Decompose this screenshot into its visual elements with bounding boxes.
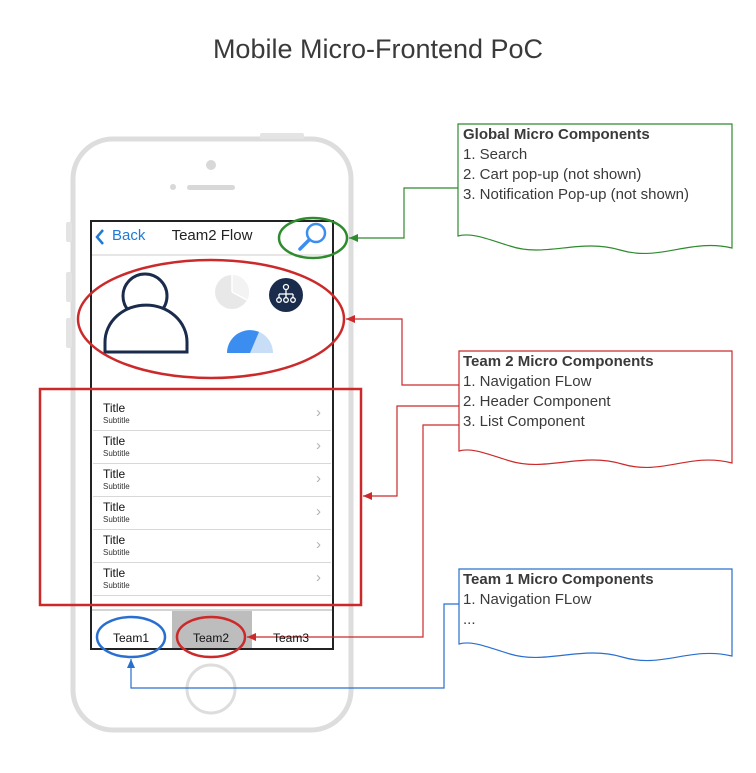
list-item[interactable]: Title Subtitle › <box>93 496 331 530</box>
search-icon[interactable] <box>298 222 327 251</box>
team2-note-shape <box>458 350 733 468</box>
chevron-right-icon: › <box>316 503 321 520</box>
team1-nav-connector <box>127 603 459 689</box>
note-heading: Global Micro Components <box>463 126 650 143</box>
note-item: 1. Search <box>463 146 528 163</box>
note-item: 1. Navigation FLow <box>463 591 592 608</box>
list-item-title: Title <box>103 401 126 415</box>
speaker-icon <box>187 185 235 190</box>
note-item: 2. Cart pop-up (not shown) <box>463 166 642 183</box>
list-component-highlight <box>38 387 363 607</box>
list-item-subtitle: Subtitle <box>103 515 130 524</box>
list-connector <box>363 405 459 500</box>
note-item: 2. Header Component <box>463 393 611 410</box>
tab-team3[interactable]: Team3 <box>272 631 310 645</box>
list-item-title: Title <box>103 500 126 514</box>
back-chevron-icon <box>95 229 104 245</box>
chevron-right-icon: › <box>316 569 321 586</box>
team1-note-shape <box>458 568 733 662</box>
list-item-title: Title <box>103 566 126 580</box>
global-components-note: Global Micro Components 1. Search 2. Car… <box>463 125 689 205</box>
list-item-subtitle: Subtitle <box>103 581 130 590</box>
team2-components-note: Team 2 Micro Components 1. Navigation FL… <box>463 352 654 432</box>
note-item: 3. Notification Pop-up (not shown) <box>463 186 689 203</box>
global-note-shape <box>457 123 733 254</box>
team2-nav-connector <box>247 424 459 641</box>
list-item-subtitle: Subtitle <box>103 449 130 458</box>
diagram-title: Mobile Micro-Frontend PoC <box>212 34 544 64</box>
global-search-highlight <box>277 216 349 260</box>
list-item[interactable]: Title Subtitle › <box>93 529 331 563</box>
chevron-right-icon: › <box>316 536 321 553</box>
list-item-subtitle: Subtitle <box>103 548 130 557</box>
header-component-highlight <box>76 258 346 380</box>
back-button[interactable]: Back <box>94 227 145 244</box>
back-button-label: Back <box>112 227 146 244</box>
global-search-connector <box>349 187 458 242</box>
chevron-right-icon: › <box>316 470 321 487</box>
chevron-right-icon: › <box>316 437 321 454</box>
list-item[interactable]: Title Subtitle › <box>93 562 331 596</box>
camera-icon <box>206 160 216 170</box>
chevron-right-icon: › <box>316 404 321 421</box>
list-item-subtitle: Subtitle <box>103 416 130 425</box>
team1-tab-highlight <box>95 615 167 659</box>
team2-tab-highlight <box>175 615 247 659</box>
tab-team2[interactable]: Team2 <box>192 631 230 645</box>
header-connector <box>346 315 459 386</box>
list-item-title: Title <box>103 533 126 547</box>
tab-team1[interactable]: Team1 <box>112 631 150 645</box>
org-chart-icon <box>269 278 303 312</box>
list-item[interactable]: Title Subtitle › <box>93 397 331 431</box>
note-heading: Team 1 Micro Components <box>463 571 654 588</box>
list-item-subtitle: Subtitle <box>103 482 130 491</box>
list-item[interactable]: Title Subtitle › <box>93 430 331 464</box>
home-button-icon <box>185 663 237 715</box>
person-icon <box>103 272 189 354</box>
note-item: 1. Navigation FLow <box>463 373 592 390</box>
gauge-icon <box>227 330 273 353</box>
nav-title: Team2 Flow <box>171 227 253 244</box>
team1-components-note: Team 1 Micro Components 1. Navigation FL… <box>463 570 654 630</box>
list-item[interactable]: Title Subtitle › <box>93 463 331 497</box>
note-item: ... <box>463 611 476 628</box>
list-item-title: Title <box>103 434 126 448</box>
pie-chart-icon <box>215 275 250 309</box>
note-heading: Team 2 Micro Components <box>463 353 654 370</box>
list-item-title: Title <box>103 467 126 481</box>
note-item: 3. List Component <box>463 413 585 430</box>
